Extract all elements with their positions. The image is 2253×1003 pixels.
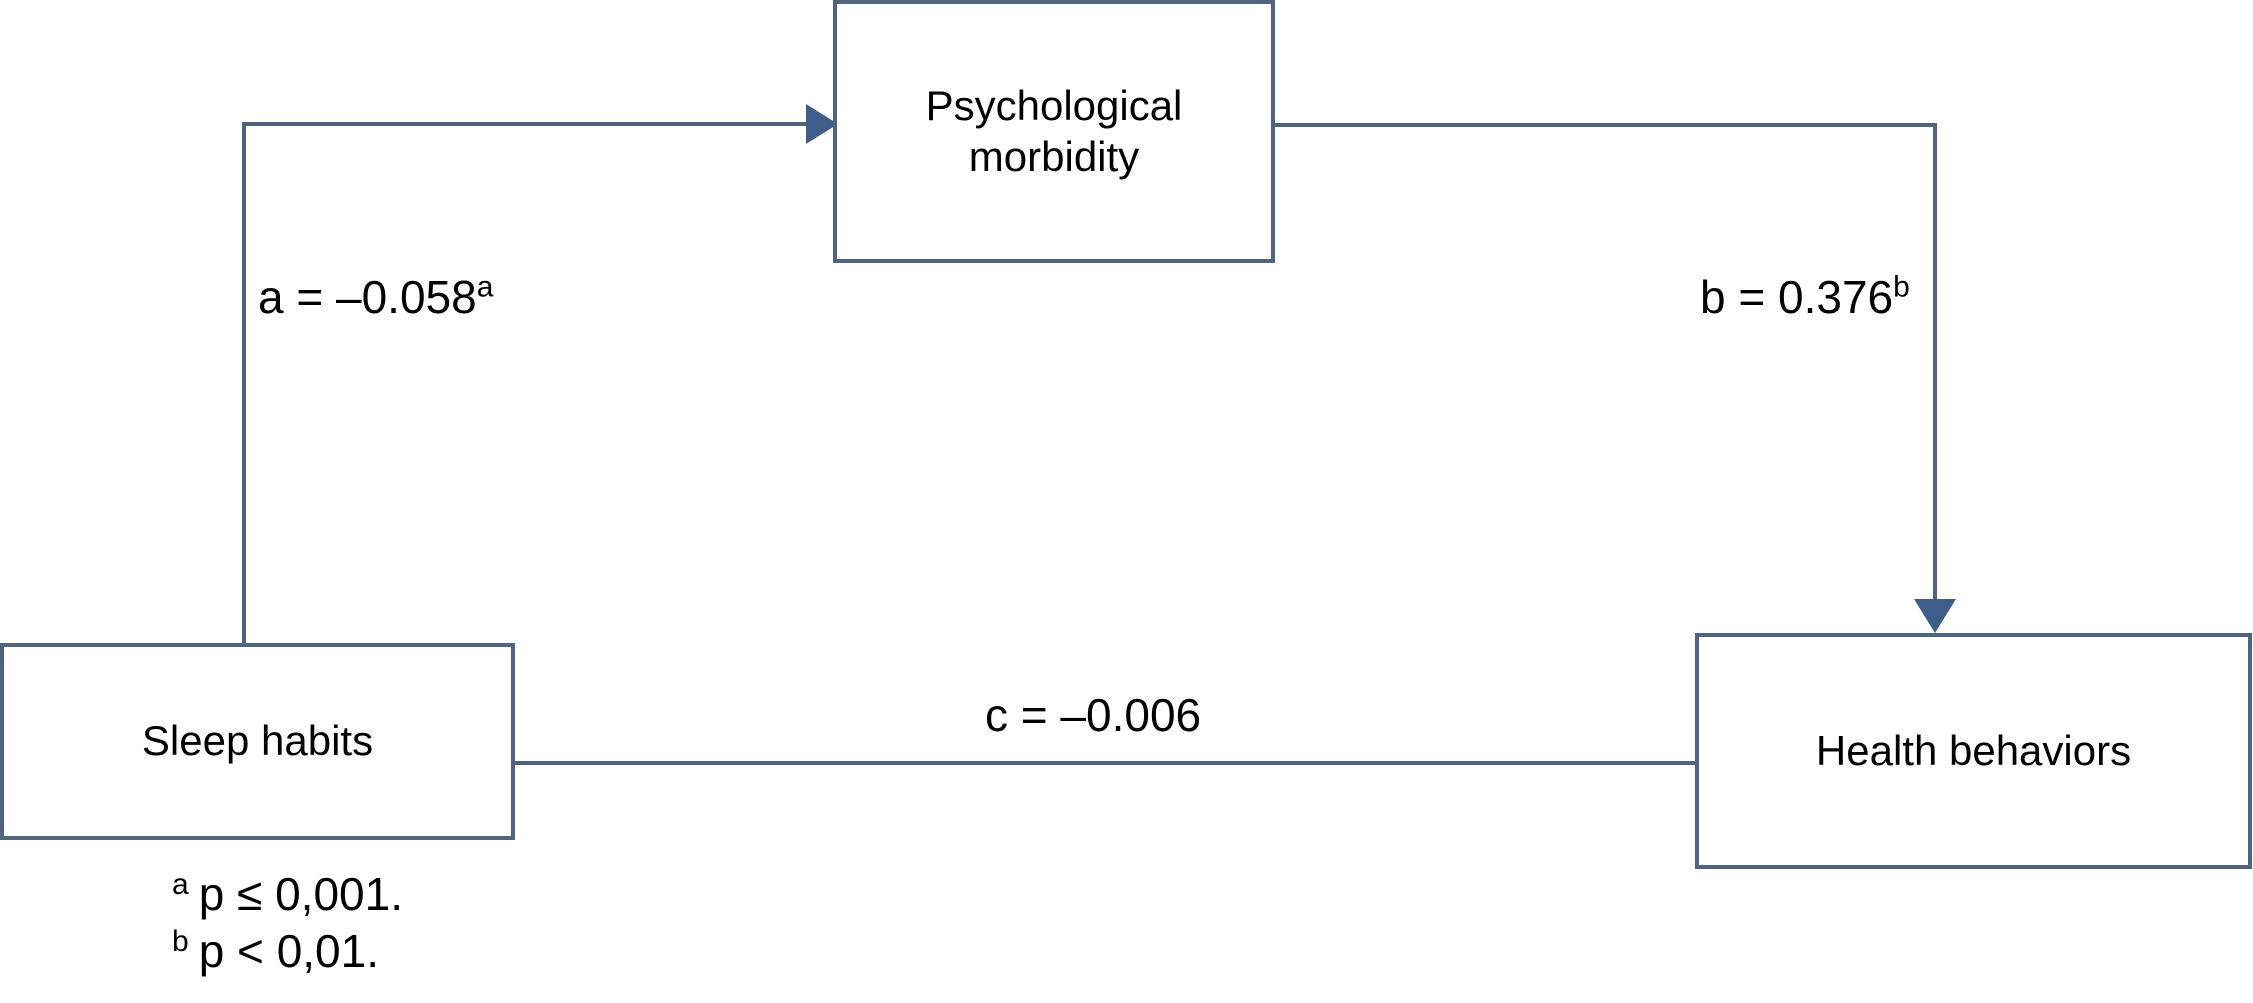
path-b-line-vertical — [1933, 123, 1937, 605]
footnote-b: b p < 0,01. — [172, 923, 403, 980]
node-sleep-habits: Sleep habits — [0, 643, 515, 840]
footnote-a-text: p ≤ 0,001. — [198, 868, 403, 920]
path-b-arrowhead-icon — [1914, 599, 1956, 633]
path-c-line — [515, 761, 1695, 765]
node-psychological-morbidity-label: Psychological morbidity — [925, 82, 1183, 180]
footnote-b-text: p < 0,01. — [198, 925, 380, 977]
path-b-coefficient-label: b = 0.376b — [1700, 270, 1910, 323]
path-b-line-horizontal — [1275, 123, 1937, 127]
footnotes: a p ≤ 0,001. b p < 0,01. — [172, 866, 403, 980]
node-sleep-habits-label: Sleep habits — [141, 717, 374, 765]
path-a-coefficient-label: a = –0.058a — [258, 270, 494, 323]
footnote-a-marker: a — [172, 867, 189, 901]
path-c-coefficient-text: c = –0.006 — [985, 689, 1202, 741]
path-a-coefficient-text: a = –0.058 — [258, 271, 477, 323]
footnote-a: a p ≤ 0,001. — [172, 866, 403, 923]
path-b-significance-marker: b — [1893, 270, 1910, 304]
path-a-line-horizontal — [242, 122, 808, 126]
path-b-coefficient-text: b = 0.376 — [1700, 271, 1894, 323]
node-psychological-morbidity: Psychological morbidity — [833, 0, 1275, 263]
node-health-behaviors: Health behaviors — [1695, 633, 2252, 869]
path-c-coefficient-label: c = –0.006 — [985, 692, 1201, 738]
node-health-behaviors-label: Health behaviors — [1815, 726, 2132, 774]
path-a-line-vertical — [242, 124, 246, 645]
path-a-arrowhead-icon — [806, 104, 838, 144]
path-a-significance-marker: a — [476, 270, 494, 304]
footnote-b-marker: b — [172, 924, 189, 958]
